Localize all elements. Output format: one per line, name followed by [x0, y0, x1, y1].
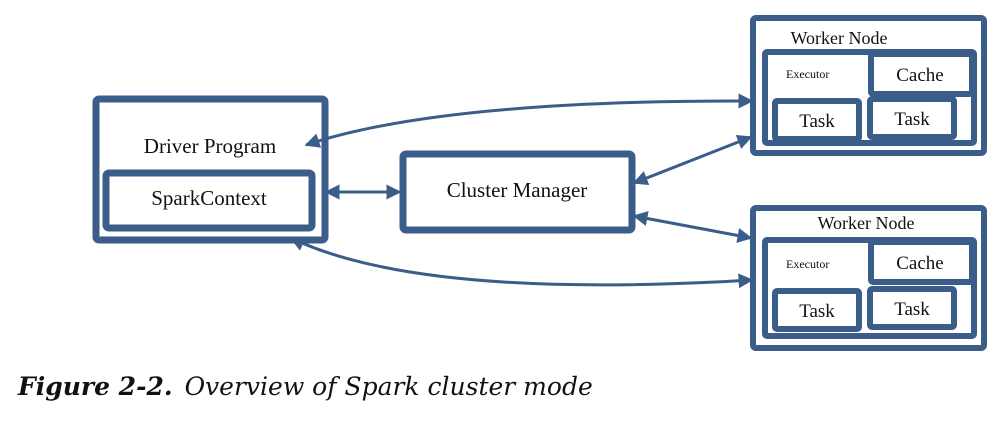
- executor-label: Executor: [786, 257, 829, 271]
- executor-box: Executor Cache Task Task: [762, 237, 977, 339]
- driver-program-label: Driver Program: [144, 134, 276, 158]
- cache-label: Cache: [896, 253, 943, 274]
- task-label: Task: [799, 301, 835, 322]
- spark-context-box: SparkContext: [102, 169, 316, 232]
- driver-program-box: Driver Program SparkContext: [92, 95, 329, 244]
- cache-box: [868, 51, 975, 97]
- task-label: Task: [799, 111, 835, 132]
- figure-caption-text: Overview of Spark cluster mode: [184, 372, 593, 401]
- task-label: Task: [894, 299, 930, 320]
- executor-box: Executor Cache Task Task: [762, 49, 977, 146]
- worker-node-1: Worker Node Executor Cache Task Task: [750, 15, 987, 156]
- worker-node-2: Worker Node Executor Cache Task Task: [750, 205, 987, 351]
- figure-caption: Figure 2-2. Overview of Spark cluster mod…: [18, 372, 593, 401]
- worker-node-label: Worker Node: [790, 28, 887, 48]
- arrow-clustermanager-worker1: [632, 134, 753, 186]
- spark-context-label: SparkContext: [151, 186, 267, 210]
- cache-box: [868, 239, 975, 285]
- worker-node-label: Worker Node: [817, 213, 914, 233]
- cluster-manager-label: Cluster Manager: [447, 178, 588, 202]
- task-label: Task: [894, 109, 930, 130]
- arrow-clustermanager-worker2: [632, 211, 753, 243]
- task-box: [867, 96, 957, 140]
- figure-number: Figure 2-2.: [18, 372, 173, 401]
- arrow-driver-worker1: [304, 93, 754, 148]
- cluster-manager-box: Cluster Manager: [399, 150, 636, 234]
- executor-label: Executor: [786, 67, 829, 81]
- task-box: [772, 288, 862, 332]
- cache-label: Cache: [896, 65, 943, 86]
- arrow-driver-worker2: [289, 236, 754, 289]
- task-box: [772, 98, 862, 142]
- task-box: [867, 286, 957, 330]
